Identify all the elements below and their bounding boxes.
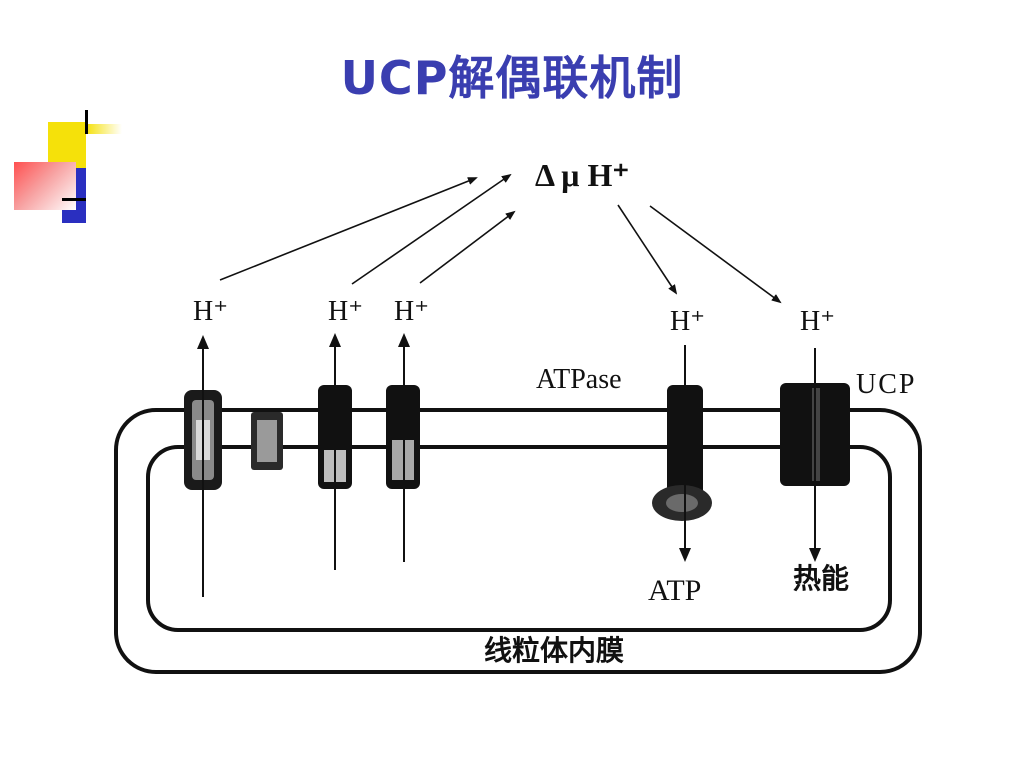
ucp-label: UCP — [856, 369, 916, 400]
heat-energy-label: 热能 — [793, 562, 849, 595]
arrow-from-gradient-to-atpase — [617, 204, 678, 295]
arrow-from-gradient-to-ucp — [649, 205, 782, 304]
arrow-to-gradient-2 — [351, 173, 512, 285]
complex-2 — [251, 412, 283, 470]
deco-black-horizontal — [62, 198, 86, 201]
atp-synthase — [652, 385, 712, 521]
atp-label: ATP — [648, 574, 701, 607]
proton-label-atpase: H⁺ — [670, 306, 705, 337]
membrane-inner-line — [146, 445, 892, 632]
arrow-to-gradient-3 — [419, 210, 516, 284]
membrane-outer-line — [114, 408, 922, 674]
atpase-label: ATPase — [536, 364, 622, 395]
deco-red-square — [14, 162, 76, 210]
deco-black-vertical — [85, 110, 88, 134]
proton-gradient-label: Δ μ H⁺ — [535, 157, 629, 193]
proton-label-ucp: H⁺ — [800, 306, 835, 337]
arrow-to-gradient-1 — [219, 177, 478, 281]
proton-label-2: H⁺ — [328, 296, 363, 327]
proton-label-1: H⁺ — [193, 296, 228, 327]
inner-membrane-label: 线粒体内膜 — [484, 634, 624, 667]
proton-label-3: H⁺ — [394, 296, 429, 327]
slide-title: UCP解偶联机制 — [340, 51, 684, 105]
deco-yellow-fade — [86, 124, 122, 134]
